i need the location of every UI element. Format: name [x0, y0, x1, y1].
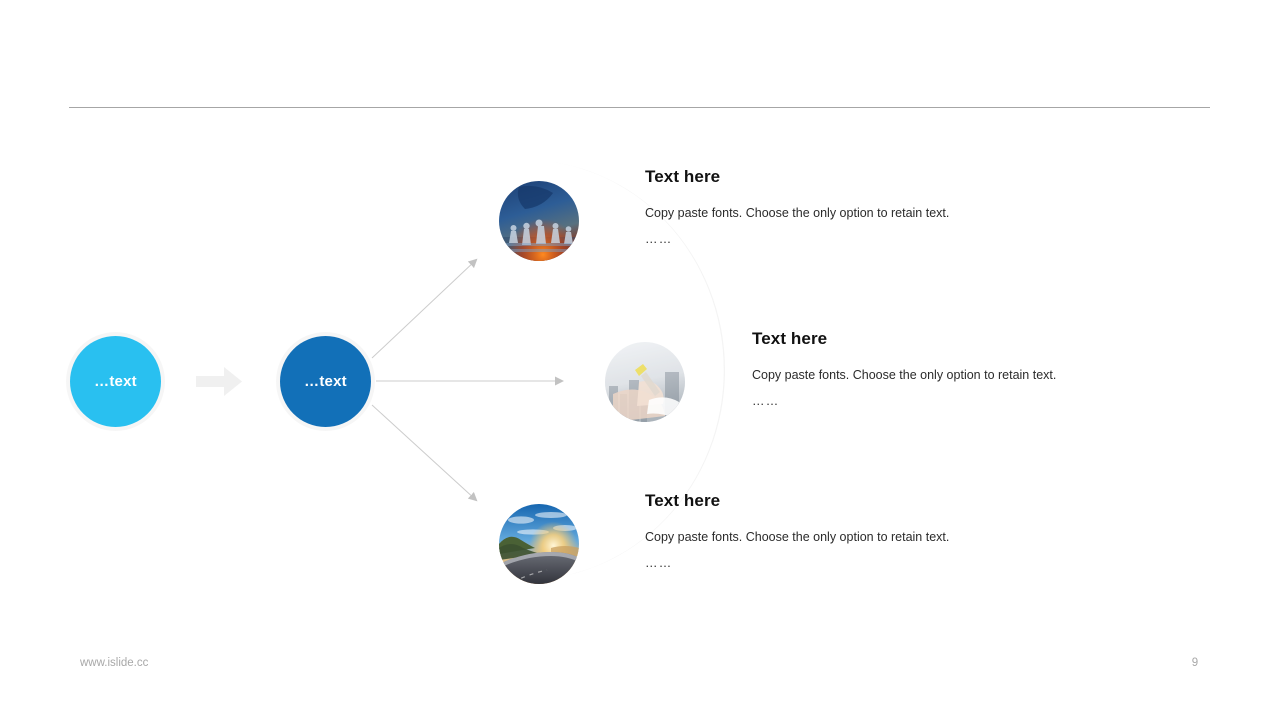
- block-2-body: Copy paste fonts. Choose the only option…: [752, 368, 1057, 382]
- page-number: 9: [1191, 657, 1199, 669]
- content-block-1: Text here Copy paste fonts. Choose the o…: [645, 167, 975, 251]
- stage-1-label: …text: [94, 373, 137, 390]
- block-2-dots: ……: [752, 394, 780, 408]
- chess-board-photo[interactable]: [499, 181, 579, 261]
- block-1-dots: ……: [645, 232, 673, 246]
- block-3-body: Copy paste fonts. Choose the only option…: [645, 530, 950, 544]
- block-3-dots: ……: [645, 556, 673, 570]
- block-1-title: Text here: [645, 167, 721, 186]
- block-2-title: Text here: [752, 329, 828, 348]
- stage-2-label: …text: [304, 373, 347, 390]
- content-block-2: Text here Copy paste fonts. Choose the o…: [752, 329, 1082, 413]
- stage-circle-light[interactable]: …text: [70, 336, 161, 427]
- road-sunset-photo[interactable]: [499, 504, 579, 584]
- footer-url[interactable]: www.islide.cc: [80, 657, 149, 669]
- stage-circle-dark[interactable]: …text: [280, 336, 371, 427]
- block-3-title: Text here: [645, 491, 721, 510]
- content-block-3: Text here Copy paste fonts. Choose the o…: [645, 491, 975, 575]
- header-divider: [69, 107, 1210, 108]
- hands-writing-photo[interactable]: [605, 342, 685, 422]
- block-arrow-icon: [196, 367, 242, 396]
- block-1-body: Copy paste fonts. Choose the only option…: [645, 206, 950, 220]
